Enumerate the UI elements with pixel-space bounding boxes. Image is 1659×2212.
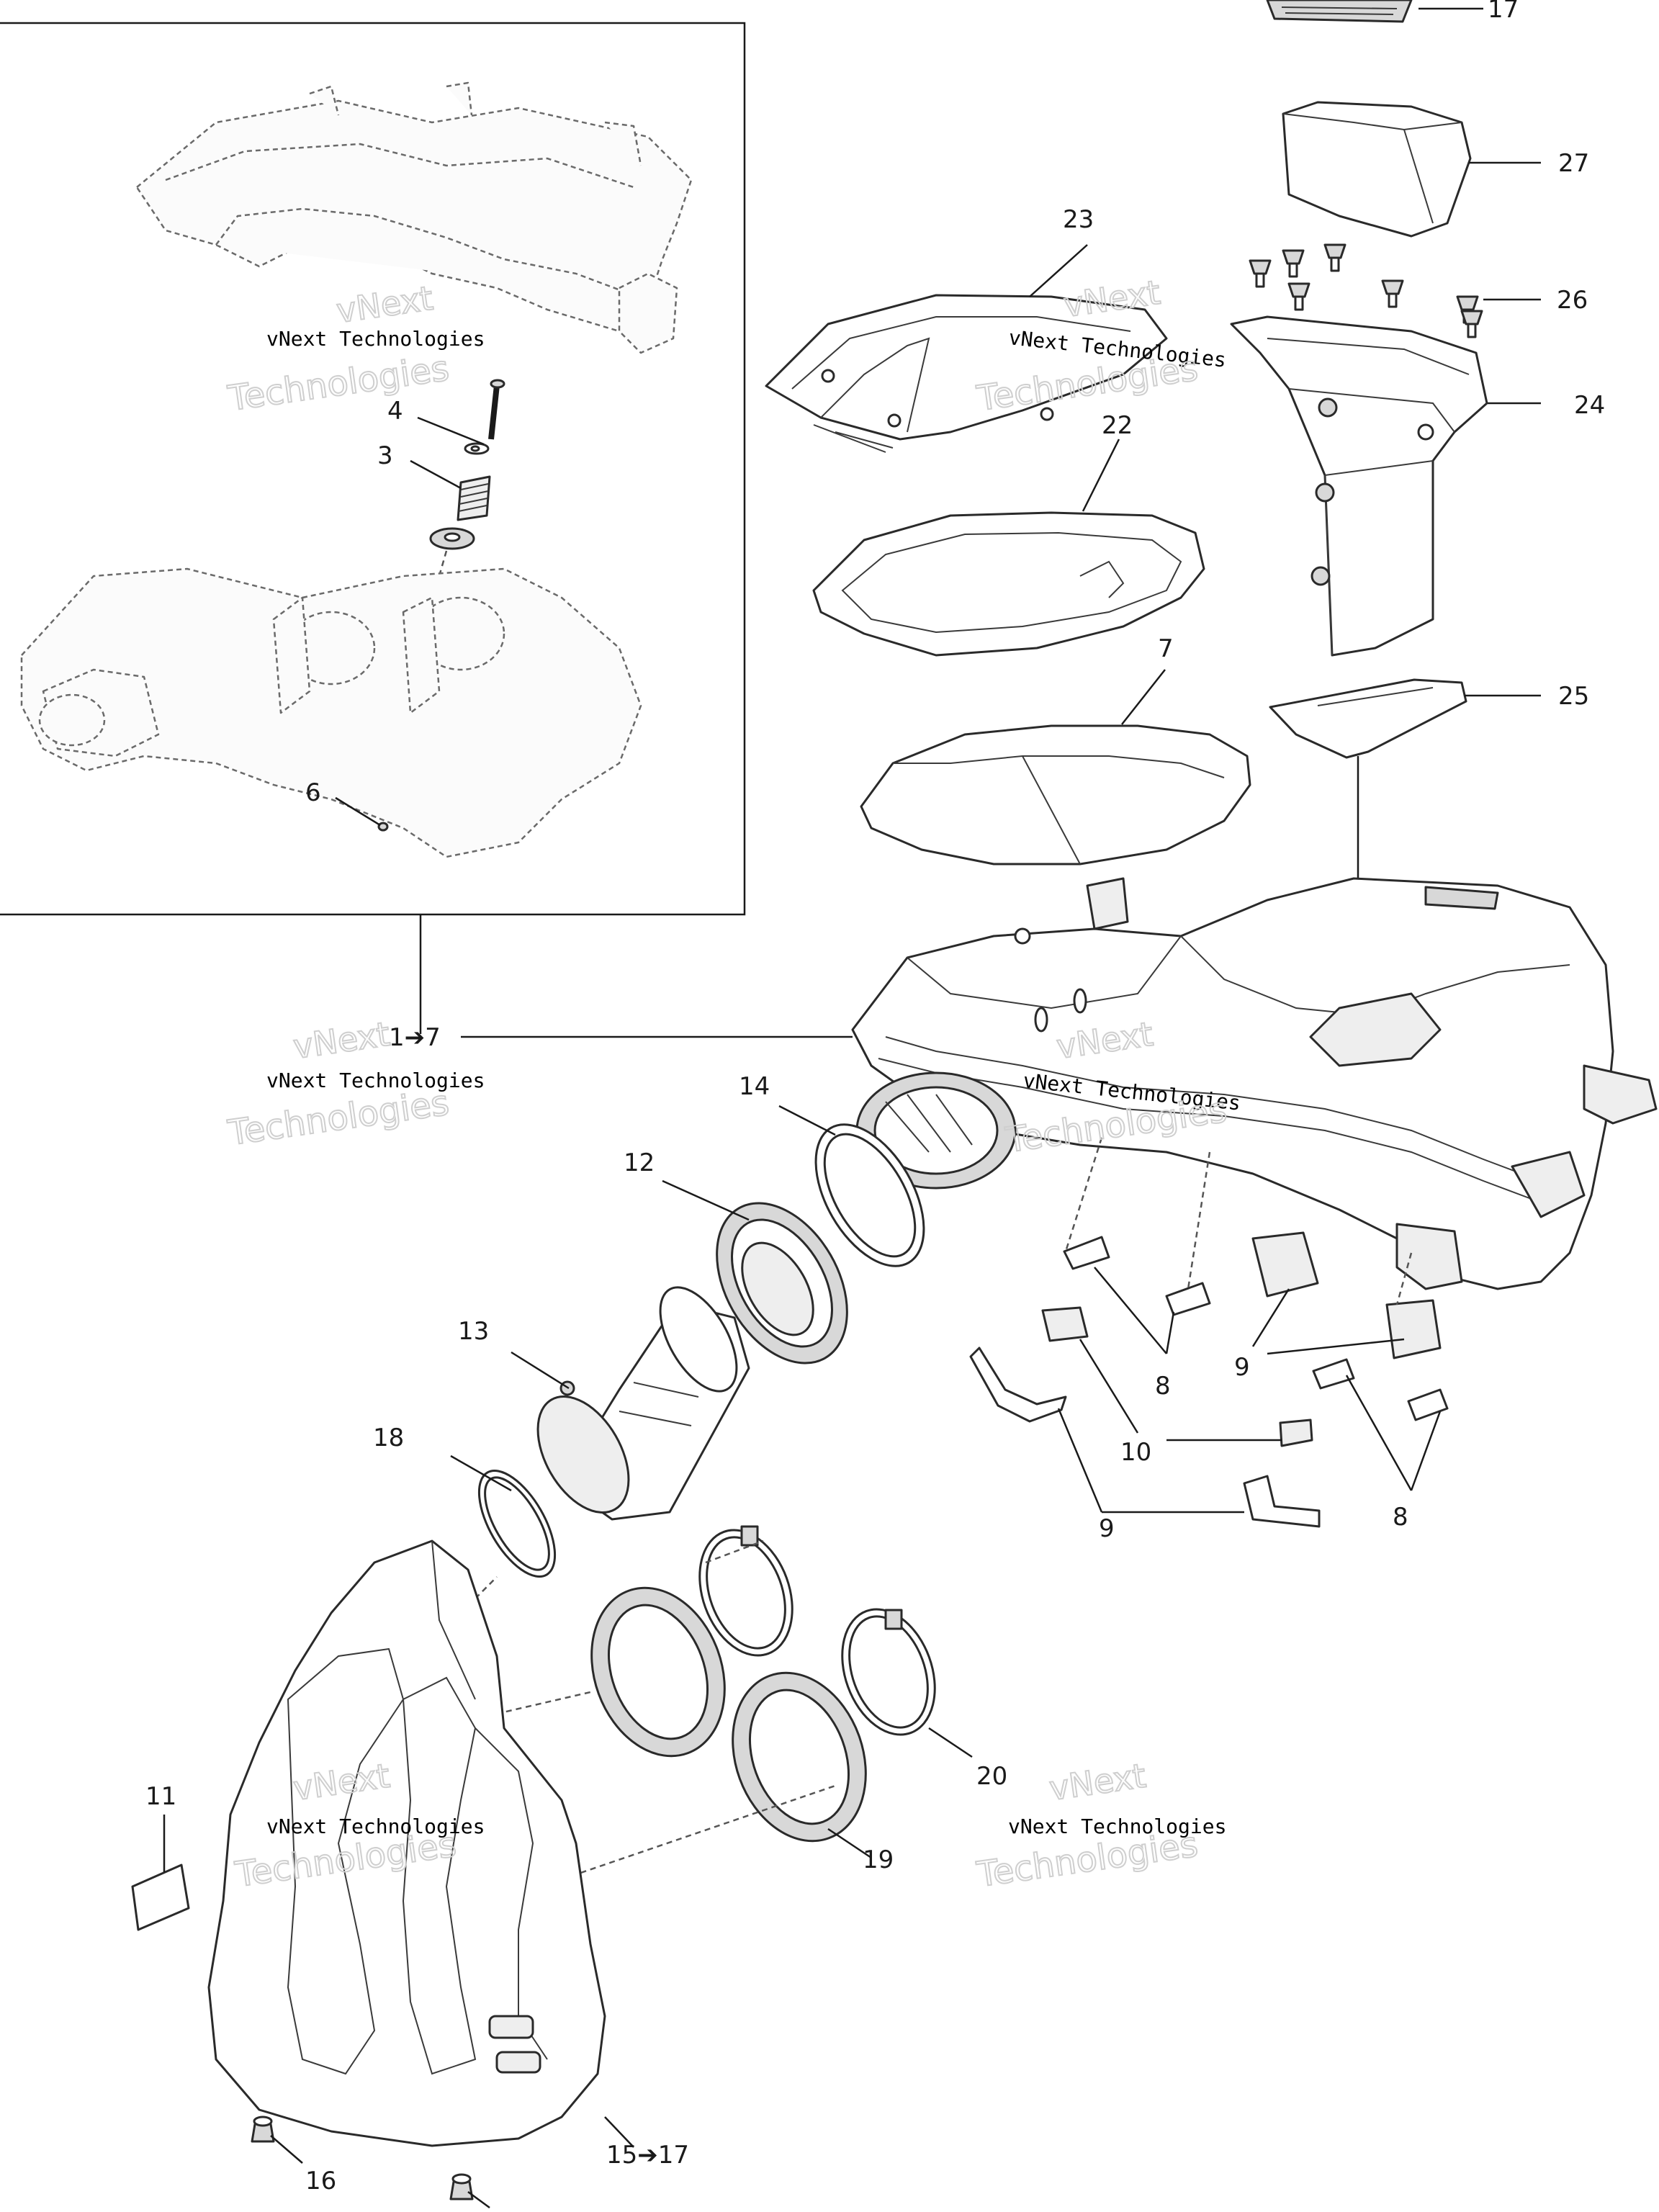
watermark-1-bottom: Technologies bbox=[225, 349, 451, 420]
main-airbox bbox=[851, 877, 1658, 1290]
part-22-filter-frame bbox=[812, 511, 1205, 657]
callout-19: 19 bbox=[863, 1845, 894, 1874]
inset-fasteners bbox=[429, 379, 505, 577]
callout-18: 18 bbox=[373, 1424, 404, 1452]
watermark-3-bottom: Technologies bbox=[225, 1083, 451, 1154]
leader-lines bbox=[163, 7, 1541, 2209]
parts-19-20-sleeves-clamps bbox=[590, 1525, 936, 1843]
watermark-1-top: vNext bbox=[334, 279, 436, 331]
ghost-airbox-base bbox=[20, 567, 642, 858]
callout-27: 27 bbox=[1558, 149, 1589, 178]
callout-17-top: 17 bbox=[1488, 0, 1519, 24]
callout-14: 14 bbox=[739, 1072, 770, 1101]
callout-16: 16 bbox=[305, 2167, 336, 2195]
part-23-upper-grille bbox=[765, 294, 1168, 453]
part-27-cover bbox=[1282, 101, 1472, 238]
callout-1-7: 1➔7 bbox=[389, 1023, 441, 1052]
callout-20: 20 bbox=[976, 1762, 1007, 1791]
callout-26: 26 bbox=[1557, 286, 1588, 315]
part-26-push-rivets bbox=[1249, 243, 1483, 338]
ghost-airbox-lid bbox=[135, 81, 693, 354]
watermark-5: vNext Technologies bbox=[266, 1815, 485, 1838]
callout-15-17: 15➔17 bbox=[606, 2141, 689, 2170]
part-13-tube bbox=[536, 1286, 750, 1521]
callout-12: 12 bbox=[624, 1148, 655, 1177]
part-18-o-ring bbox=[477, 1469, 557, 1578]
part-24-intake-snorkel bbox=[1230, 315, 1488, 657]
callout-7: 7 bbox=[1158, 634, 1174, 663]
callout-6: 6 bbox=[305, 778, 321, 807]
callout-9b: 9 bbox=[1099, 1514, 1115, 1543]
callout-8a: 8 bbox=[1155, 1372, 1171, 1401]
callout-13: 13 bbox=[458, 1317, 489, 1346]
part-7-filter-element bbox=[860, 724, 1251, 866]
watermark-6-top: vNext bbox=[1047, 1756, 1148, 1808]
part-16-fasteners bbox=[251, 2116, 474, 2200]
callout-25: 25 bbox=[1558, 682, 1589, 711]
callout-4: 4 bbox=[387, 397, 403, 426]
part-12-adapter bbox=[716, 1202, 848, 1364]
watermark-6: vNext Technologies bbox=[1008, 1815, 1226, 1838]
callout-10: 10 bbox=[1120, 1438, 1151, 1467]
part-11-decal bbox=[131, 1863, 190, 1931]
callout-8b: 8 bbox=[1393, 1503, 1408, 1532]
callout-23: 23 bbox=[1063, 205, 1094, 234]
watermark-1: vNext Technologies bbox=[266, 327, 485, 351]
watermark-3-top: vNext bbox=[291, 1015, 392, 1066]
callout-11: 11 bbox=[145, 1782, 176, 1811]
callout-9a: 9 bbox=[1234, 1353, 1250, 1382]
callout-3: 3 bbox=[377, 441, 393, 470]
callout-24: 24 bbox=[1574, 391, 1605, 420]
part-14-seal-ring bbox=[814, 1123, 925, 1267]
callout-22: 22 bbox=[1102, 411, 1133, 440]
watermark-3: vNext Technologies bbox=[266, 1069, 485, 1092]
callout-labels: 17 27 23 26 24 22 4 3 7 25 6 1➔7 14 12 1… bbox=[145, 0, 1605, 2195]
part-17-label-strip bbox=[1266, 0, 1413, 23]
inset-box bbox=[0, 22, 746, 1034]
part-15-cover bbox=[207, 1539, 606, 2147]
